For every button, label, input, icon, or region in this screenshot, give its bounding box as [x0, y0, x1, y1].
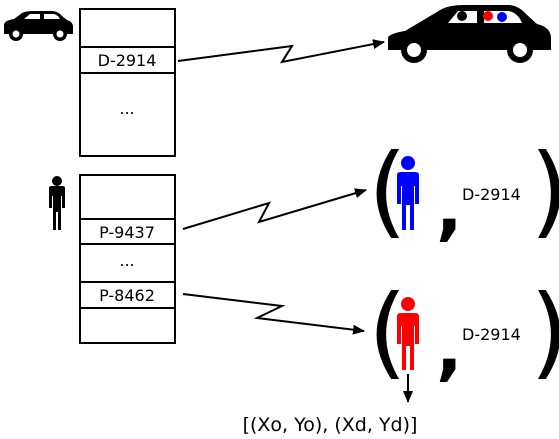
person-row-p8462 [79, 281, 176, 309]
blue-person-icon [397, 156, 419, 230]
person-table: P-9437 ... P-8462 [79, 174, 176, 344]
tuple-red: ( , D-2914 ) [368, 273, 559, 390]
link-arrow-person-blue [182, 188, 367, 230]
vehicle-table: D-2914 ... [79, 8, 176, 157]
car-with-passengers-icon [388, 5, 551, 63]
tuple-vehicle-id: D-2914 [462, 185, 521, 204]
tuple-blue: ( , D-2914 ) [368, 132, 559, 249]
vehicle-id-d2914: D-2914 [98, 51, 157, 70]
vehicle-row-d2914 [79, 46, 176, 74]
link-arrow-person-red [182, 293, 365, 335]
tuple-vehicle-id: D-2914 [462, 325, 521, 344]
car-icon [4, 11, 73, 41]
tuple-comma: , [436, 307, 463, 389]
tuple-comma: , [436, 167, 463, 249]
output-coordinates: [(Xo, Yo), (Xd, Yd)] [243, 414, 418, 436]
red-person-icon [397, 297, 419, 370]
tuple-open-paren: ( [368, 132, 407, 249]
person-id-p8462: P-8462 [99, 286, 155, 305]
link-arrow-vehicle [177, 39, 385, 64]
person-id-p9437: P-9437 [99, 223, 155, 242]
person-icon [49, 176, 65, 230]
person-ellipsis: ... [119, 251, 134, 270]
blue-passenger-dot [497, 12, 507, 22]
vehicle-ellipsis: ... [119, 99, 134, 118]
person-row-p9437 [79, 218, 176, 245]
tuple-open-paren: ( [368, 273, 407, 390]
tuple-close-paren: ) [530, 132, 559, 249]
tuple-close-paren: ) [530, 273, 559, 390]
red-passenger-dot [483, 11, 493, 21]
